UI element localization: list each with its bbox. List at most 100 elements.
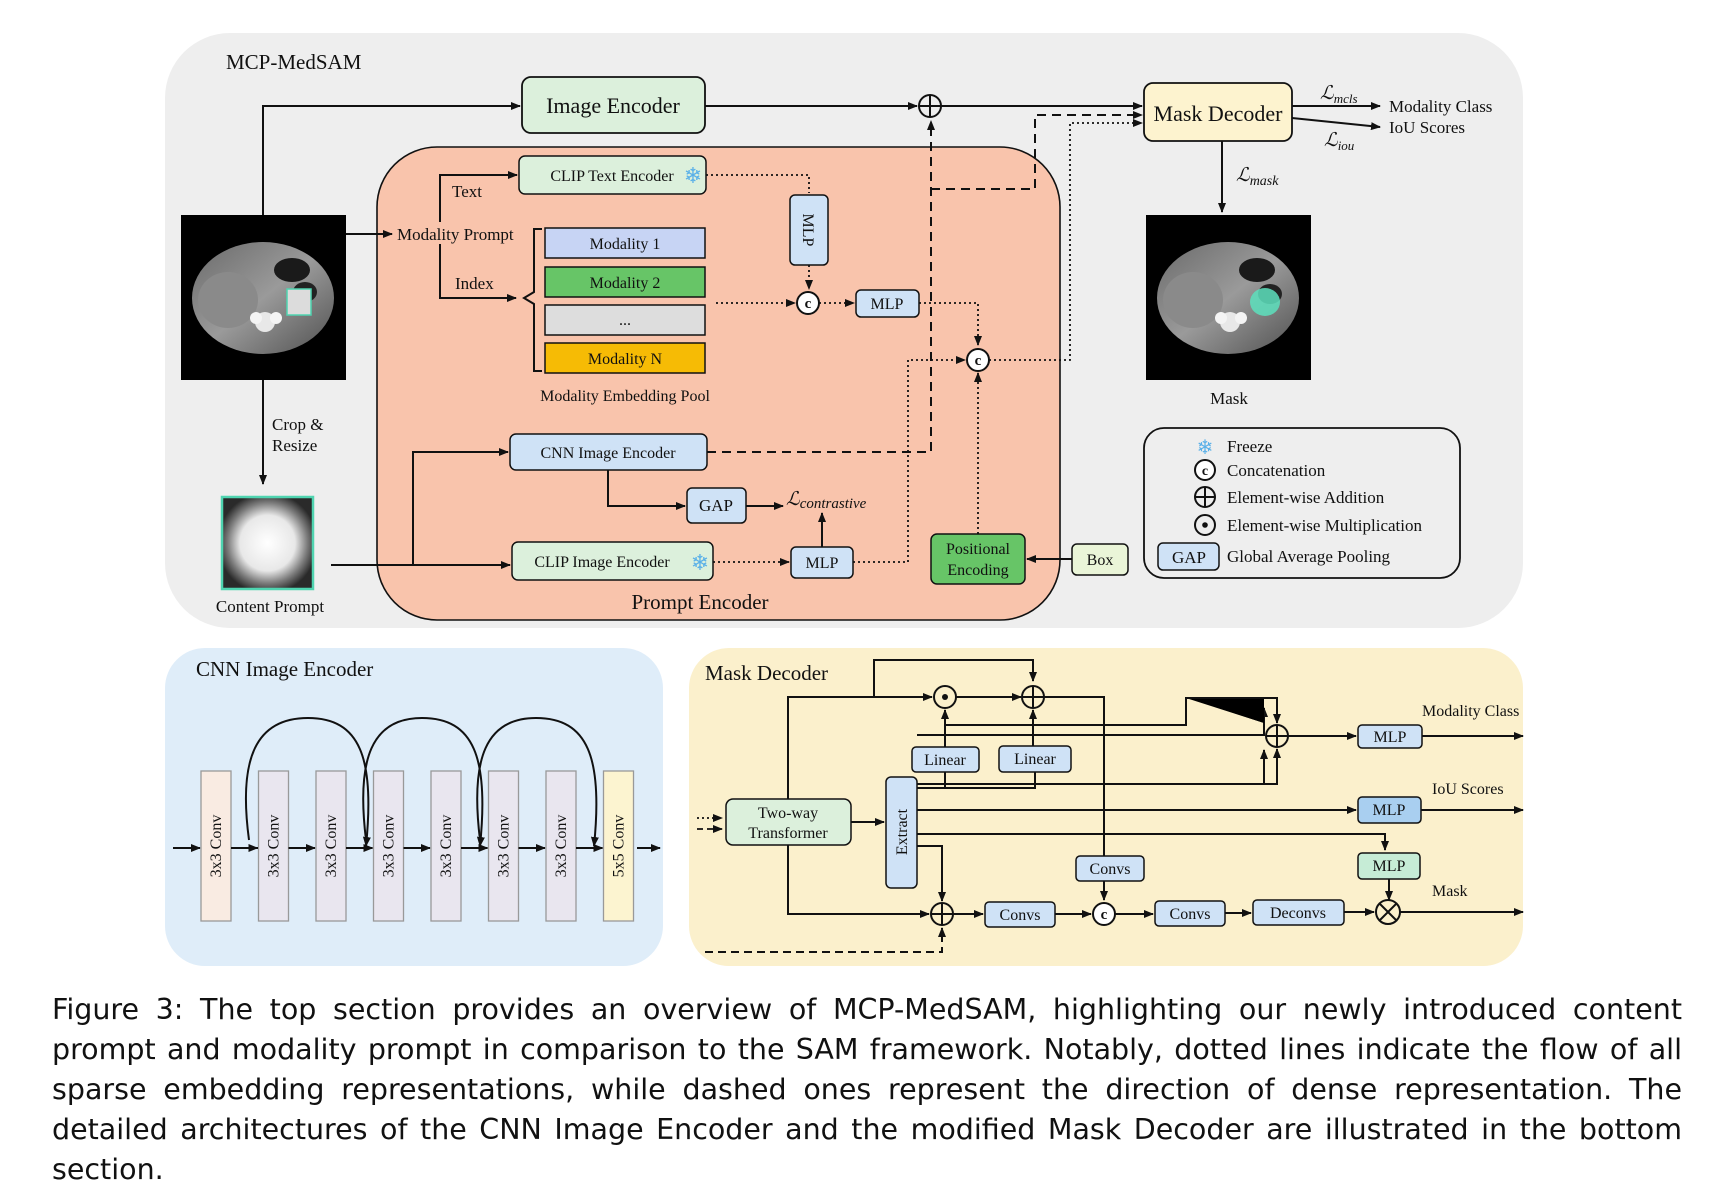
conv-layer-label: 3x3 Conv xyxy=(208,815,225,878)
conv-layer-label: 3x3 Conv xyxy=(381,815,398,878)
modality-2-box xyxy=(544,266,706,298)
crop-resize-label-1: Crop & xyxy=(272,415,323,434)
conv-layer-box xyxy=(602,770,635,922)
modality-ellipsis-label: ... xyxy=(619,312,631,329)
legend-add: Element-wise Addition xyxy=(1227,488,1385,507)
decoder-panel-title: Mask Decoder xyxy=(705,661,828,685)
extract-label: Extract xyxy=(894,808,911,855)
decoder-output-mask: Mask xyxy=(1432,883,1468,900)
concat-symbol-1: c xyxy=(796,291,820,315)
output-iou-scores: IoU Scores xyxy=(1389,118,1465,137)
loss-mask: ℒmask xyxy=(1236,165,1279,189)
clip-text-encoder-label: CLIP Text Encoder xyxy=(550,168,674,185)
conv-layer-box xyxy=(372,770,405,922)
cnn-encoder-panel: CNN Image Encoder 3x3 Conv 3x3 Conv 3x3 Co… xyxy=(165,648,663,966)
cnn-panel-bg xyxy=(165,648,663,966)
legend-freeze: Freeze xyxy=(1227,437,1272,456)
crop-resize-label-2: Resize xyxy=(272,436,317,455)
conv-layer-box xyxy=(430,770,462,922)
architecture-diagram: MCP-MedSAM Prompt Encoder Image Encoder … xyxy=(165,33,1524,966)
mask-label: Mask xyxy=(1210,389,1248,408)
modality-n-label: Modality N xyxy=(588,351,663,368)
svg-text:c: c xyxy=(1202,464,1208,479)
modality-1-label: Modality 1 xyxy=(590,236,661,253)
add-symbol-decoder-right xyxy=(1265,724,1289,748)
conv-layer-label: 5x5 Conv xyxy=(611,815,628,878)
add-symbol-decoder-bottom xyxy=(930,902,954,926)
linear-label-1: Linear xyxy=(924,752,966,769)
modality-n-box xyxy=(544,342,706,374)
top-overview: MCP-MedSAM Prompt Encoder Image Encoder … xyxy=(165,33,1523,628)
svg-text:c: c xyxy=(975,353,982,369)
extract-box xyxy=(885,776,918,889)
convs-label-1: Convs xyxy=(1000,907,1041,924)
conv-layer-label: 3x3 Conv xyxy=(266,815,283,878)
legend-gap-key xyxy=(1157,542,1220,571)
content-prompt-label: Content Prompt xyxy=(216,597,324,616)
cnn-panel-title: CNN Image Encoder xyxy=(196,657,373,681)
conv-layer-box xyxy=(545,770,577,922)
legend-gap-key-label: GAP xyxy=(1172,548,1206,567)
conv-layer-label: 3x3 Conv xyxy=(496,815,513,878)
conv-layer-box xyxy=(257,770,290,922)
snowflake-icon: ❄ xyxy=(1197,437,1214,459)
svg-text:c: c xyxy=(1101,907,1108,923)
convs-label-2: Convs xyxy=(1170,906,1211,923)
svg-text:c: c xyxy=(805,296,812,312)
top-title: MCP-MedSAM xyxy=(226,50,362,74)
legend-concat-icon: c xyxy=(1194,459,1216,481)
legend-add-icon xyxy=(1194,486,1216,508)
clip-image-encoder-box xyxy=(511,541,714,581)
decoder-output-iou: IoU Scores xyxy=(1432,781,1504,798)
concat-symbol-decoder: c xyxy=(1092,902,1116,926)
concat-symbol-main: c xyxy=(966,348,990,372)
convs-box-vertical xyxy=(1075,855,1145,882)
conv-layer-box xyxy=(315,770,347,922)
legend-concat: Concatenation xyxy=(1227,461,1326,480)
conv-layer-label: 3x3 Conv xyxy=(438,815,455,878)
content-prompt-image xyxy=(220,495,315,591)
modality-ellipsis-box xyxy=(544,304,706,336)
ct-input-image xyxy=(181,215,346,380)
text-branch-label: Text xyxy=(452,182,482,201)
output-modality-class: Modality Class xyxy=(1389,97,1492,116)
prompt-encoder-region xyxy=(376,146,1061,621)
add-symbol-main xyxy=(918,94,942,118)
conv-layer-label: 3x3 Conv xyxy=(553,815,570,878)
loss-iou: ℒiou xyxy=(1324,130,1355,153)
conv-layer-box xyxy=(487,770,520,922)
index-branch-label: Index xyxy=(455,274,494,293)
mask-decoder-label: Mask Decoder xyxy=(1154,101,1284,126)
loss-mcls: ℒmcls xyxy=(1320,83,1358,106)
embedding-pool-label: Modality Embedding Pool xyxy=(540,388,710,405)
conv-layer-label: 3x3 Conv xyxy=(323,815,340,878)
modality-prompt-label: Modality Prompt xyxy=(397,225,514,244)
snowflake-icon: ❄ xyxy=(691,550,709,575)
figure-caption: Figure 3: The top section provides an ov… xyxy=(52,993,1682,1186)
cnn-image-encoder-label: CNN Image Encoder xyxy=(540,445,676,462)
mlp-vertical-label: MLP xyxy=(799,214,816,247)
clip-image-encoder-label: CLIP Image Encoder xyxy=(534,554,670,571)
legend-gap: Global Average Pooling xyxy=(1227,547,1391,566)
snowflake-icon: ❄ xyxy=(684,163,702,188)
mlp-image-label: MLP xyxy=(806,555,839,572)
mlp-modality-head-label: MLP xyxy=(1374,729,1407,746)
mlp-modality-label: MLP xyxy=(871,296,904,313)
linear-label-2: Linear xyxy=(1014,751,1056,768)
modality-1-box xyxy=(544,227,706,259)
positional-encoding-label-2: Encoding xyxy=(947,562,1008,579)
two-way-transformer-label-2: Transformer xyxy=(748,825,828,842)
prompt-encoder-label: Prompt Encoder xyxy=(631,590,768,614)
modality-2-label: Modality 2 xyxy=(590,275,661,292)
mask-decoder-panel: Mask Decoder Two-way Transformer Extract… xyxy=(689,648,1524,966)
embedding-pool-brace xyxy=(522,228,542,372)
mask-output-image xyxy=(1146,215,1311,380)
mlp-iou-head-label: MLP xyxy=(1373,802,1406,819)
deconvs-label: Deconvs xyxy=(1270,905,1326,922)
box-prompt-label: Box xyxy=(1087,552,1114,569)
conv-layer-box xyxy=(200,770,232,922)
add-symbol-decoder-top xyxy=(1021,685,1045,709)
legend-mult-icon xyxy=(1194,514,1216,536)
convs-label-vertical: Convs xyxy=(1090,861,1131,878)
legend-box xyxy=(1143,427,1461,579)
